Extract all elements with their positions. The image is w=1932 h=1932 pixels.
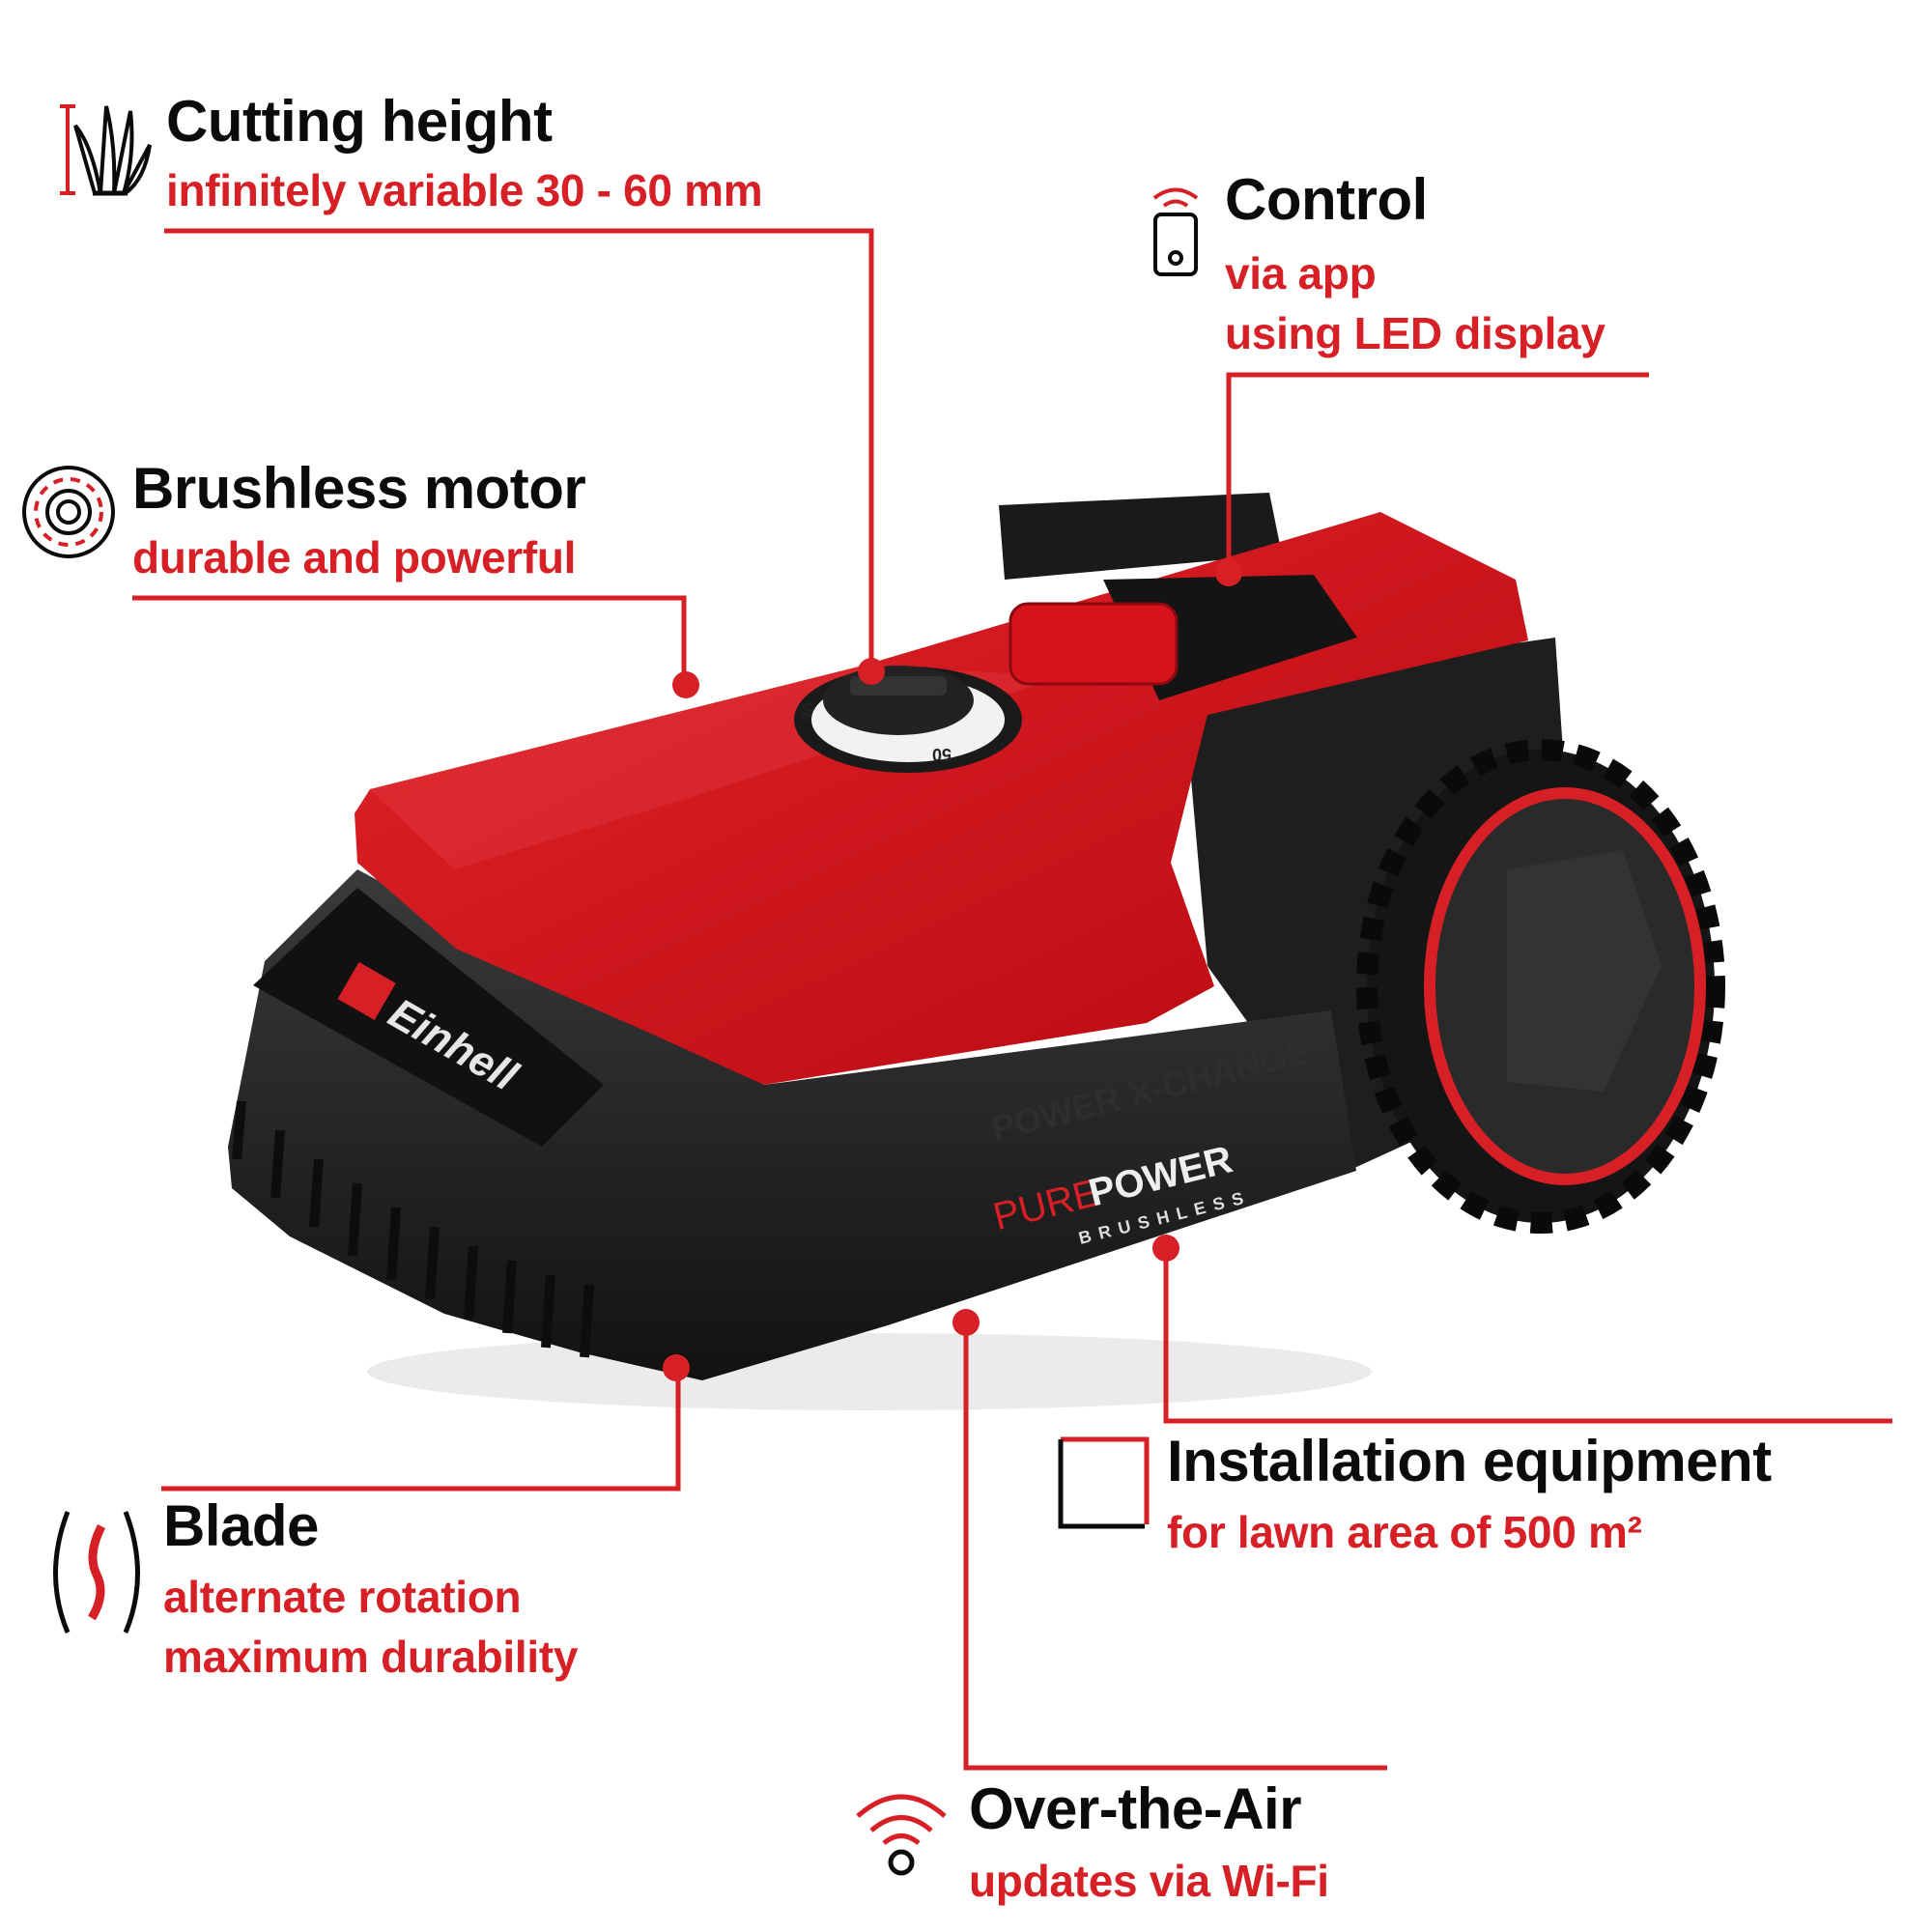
blade-title: Blade — [163, 1493, 319, 1558]
control-subtitle-led: using LED display — [1225, 308, 1605, 358]
rotating-blade-icon — [53, 1511, 140, 1634]
callout-dot-control — [1215, 559, 1242, 586]
motor-icon — [22, 466, 115, 558]
grass-height-icon — [60, 104, 152, 196]
control-title: Control — [1225, 167, 1428, 232]
drive-wheel — [1356, 739, 1725, 1234]
installation-subtitle: for lawn area of 500 m² — [1167, 1507, 1642, 1557]
callout-line-brushless — [132, 595, 687, 685]
callout-dot-installation — [1152, 1235, 1179, 1262]
brushless-motor-subtitle: durable and powerful — [132, 532, 577, 582]
callout-dot-blade — [663, 1354, 690, 1381]
blade-subtitle-durability: maximum durability — [163, 1632, 579, 1682]
ota-title: Over-the-Air — [969, 1776, 1302, 1841]
callout-dot-brushless — [672, 671, 699, 698]
ota-subtitle: updates via Wi-Fi — [969, 1856, 1329, 1906]
wifi-icon — [856, 1794, 947, 1876]
callout-lines — [132, 228, 1892, 1771]
cutting-height-subtitle: infinitely variable 30 - 60 mm — [166, 165, 763, 215]
callout-dots — [663, 559, 1242, 1381]
installation-title: Installation equipment — [1167, 1429, 1772, 1493]
smartphone-wireless-icon — [1152, 187, 1199, 276]
callout-line-control — [1226, 372, 1649, 573]
knob-mark-50: 50 — [932, 745, 952, 764]
callout-line-cutting-height — [164, 228, 874, 671]
mower-rear-housing — [999, 493, 1282, 580]
callout-dot-ota — [952, 1309, 980, 1336]
callout-dot-cutting-height — [858, 658, 885, 685]
control-subtitle-app: via app — [1225, 248, 1377, 298]
blade-subtitle-rotation: alternate rotation — [163, 1572, 522, 1622]
mower-chassis — [228, 869, 1356, 1380]
mower-shadow — [367, 1333, 1372, 1410]
callout-line-blade — [161, 1368, 681, 1492]
mower-front-face — [253, 888, 604, 1147]
mower-front-vents — [232, 1100, 594, 1358]
stop-button — [1009, 602, 1179, 686]
callout-line-installation — [1163, 1248, 1892, 1424]
cutting-height-title: Cutting height — [166, 89, 553, 154]
lawn-area-square-icon — [1058, 1436, 1150, 1529]
cutting-height-knob: 40 50 — [794, 666, 1022, 773]
brushless-motor-title: Brushless motor — [132, 456, 586, 521]
callout-line-ota — [963, 1322, 1387, 1771]
